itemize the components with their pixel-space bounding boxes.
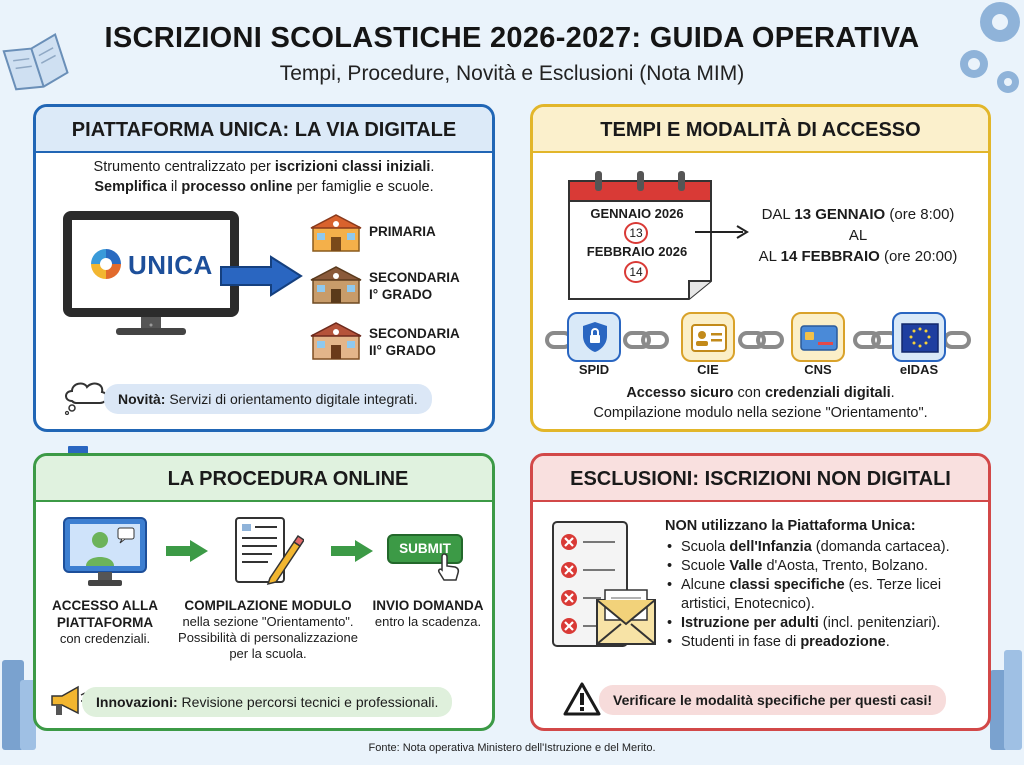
school-building-icon bbox=[310, 322, 362, 360]
warning-icon bbox=[563, 682, 601, 716]
calendar-month-2: FEBBRAIO 2026 bbox=[586, 244, 688, 259]
spid-badge bbox=[567, 312, 621, 362]
cie-label: CIE bbox=[697, 362, 719, 377]
step2-text: COMPILAZIONE MODULO nella sezione "Orien… bbox=[178, 598, 358, 661]
intro-text: Strumento centralizzato per iscrizioni c… bbox=[93, 159, 435, 195]
submit-button[interactable]: SUBMIT bbox=[387, 534, 463, 564]
eidas-badge bbox=[892, 312, 946, 362]
panel-tempi-accesso: TEMPI E MODALITÀ DI ACCESSO GENNAIO 2026… bbox=[530, 104, 991, 432]
unica-logo-icon bbox=[91, 249, 121, 279]
megaphone-icon bbox=[51, 685, 86, 715]
source-footer: Fonte: Nota operativa Ministero dell'Ist… bbox=[368, 742, 656, 754]
thought-cloud-icon bbox=[64, 382, 108, 415]
school-item-primaria: PRIMARIA bbox=[369, 224, 436, 239]
access-text: Accesso sicuro con credenziali digitali.… bbox=[593, 385, 928, 421]
panel-esclusioni: ESCLUSIONI: ISCRIZIONI NON DIGITALI NON … bbox=[530, 453, 991, 731]
cns-label: CNS bbox=[804, 362, 832, 377]
panel-heading: PIATTAFORMA UNICA: LA VIA DIGITALE bbox=[36, 107, 492, 153]
exclusion-lead: NON utilizzano la Piattaforma Unica: bbox=[665, 518, 916, 534]
exclusion-list: NON utilizzano la Piattaforma Unica: Scu… bbox=[665, 516, 985, 652]
warning-pill: Verificare le modalità specifiche per qu… bbox=[599, 685, 947, 715]
unica-logo-text: UNICA bbox=[128, 250, 213, 280]
date-range: DAL 13 GENNAIO (ore 8:00) AL AL 14 FEBBR… bbox=[758, 206, 958, 265]
list-item: Istruzione per adulti (incl. penitenziar… bbox=[665, 614, 985, 633]
spid-label: SPID bbox=[578, 362, 610, 377]
eidas-label: eIDAS bbox=[899, 362, 939, 377]
panel-procedura-online: LA PROCEDURA ONLINE ACCESSO ALLA PIATTAF… bbox=[33, 453, 495, 731]
arrow-right-icon bbox=[331, 540, 373, 562]
open-book-icon bbox=[2, 33, 69, 91]
step1-text: ACCESSO ALLA PIATTAFORMA con credenziali… bbox=[51, 598, 158, 646]
smart-card-icon bbox=[800, 325, 838, 351]
cie-badge bbox=[681, 312, 735, 362]
school-building-icon bbox=[310, 266, 362, 304]
school-item-secondaria-1: SECONDARIA I° GRADO bbox=[369, 270, 460, 302]
cns-badge bbox=[791, 312, 845, 362]
page-subtitle: Tempi, Procedure, Novità e Esclusioni (N… bbox=[279, 62, 745, 85]
books-icon bbox=[2, 660, 36, 750]
eu-flag-icon bbox=[901, 323, 939, 353]
step3-text: INVIO DOMANDA entro la scadenza. bbox=[372, 598, 484, 629]
news-pill: Novità: Servizi di orientamento digitale… bbox=[104, 384, 432, 414]
school-list: PRIMARIA SECONDARIA I° GRADO SECONDARIA … bbox=[309, 211, 489, 401]
list-item: Scuole Valle d'Aosta, Trento, Bolzano. bbox=[665, 557, 985, 576]
arrow-right-icon bbox=[695, 225, 749, 239]
shield-lock-icon bbox=[583, 322, 607, 352]
arrow-right-icon bbox=[220, 255, 303, 297]
calendar-month-1: GENNAIO 2026 bbox=[590, 206, 684, 221]
hand-pointer-icon bbox=[438, 553, 460, 581]
school-item-secondaria-2: SECONDARIA II° GRADO bbox=[369, 326, 460, 358]
innovation-pill: Innovazioni: Revisione percorsi tecnici … bbox=[82, 687, 453, 717]
id-card-icon bbox=[691, 324, 727, 352]
checklist-envelope-icon bbox=[552, 521, 656, 647]
school-building-icon bbox=[310, 214, 362, 252]
page-title: ISCRIZIONI SCOLASTICHE 2026-2027: GUIDA … bbox=[104, 22, 920, 54]
panel-heading: TEMPI E MODALITÀ DI ACCESSO bbox=[533, 107, 988, 153]
list-item: Alcune classi specifiche (es. Terze lice… bbox=[665, 576, 985, 614]
list-item: Studenti in fase di preadozione. bbox=[665, 633, 985, 652]
calendar-day-1: 13 bbox=[624, 222, 648, 244]
gear-icon bbox=[960, 2, 1020, 93]
list-item: Scuola dell'Infanzia (domanda cartacea). bbox=[665, 538, 985, 557]
panel-heading: LA PROCEDURA ONLINE bbox=[36, 456, 492, 502]
arrow-right-icon bbox=[166, 540, 208, 562]
panel-piattaforma-unica: PIATTAFORMA UNICA: LA VIA DIGITALE Strum… bbox=[33, 104, 495, 432]
books-icon bbox=[990, 650, 1022, 750]
calendar-day-2: 14 bbox=[624, 261, 648, 283]
panel-heading: ESCLUSIONI: ISCRIZIONI NON DIGITALI bbox=[533, 456, 988, 502]
form-document-icon bbox=[235, 517, 304, 586]
user-computer-icon bbox=[63, 517, 147, 586]
